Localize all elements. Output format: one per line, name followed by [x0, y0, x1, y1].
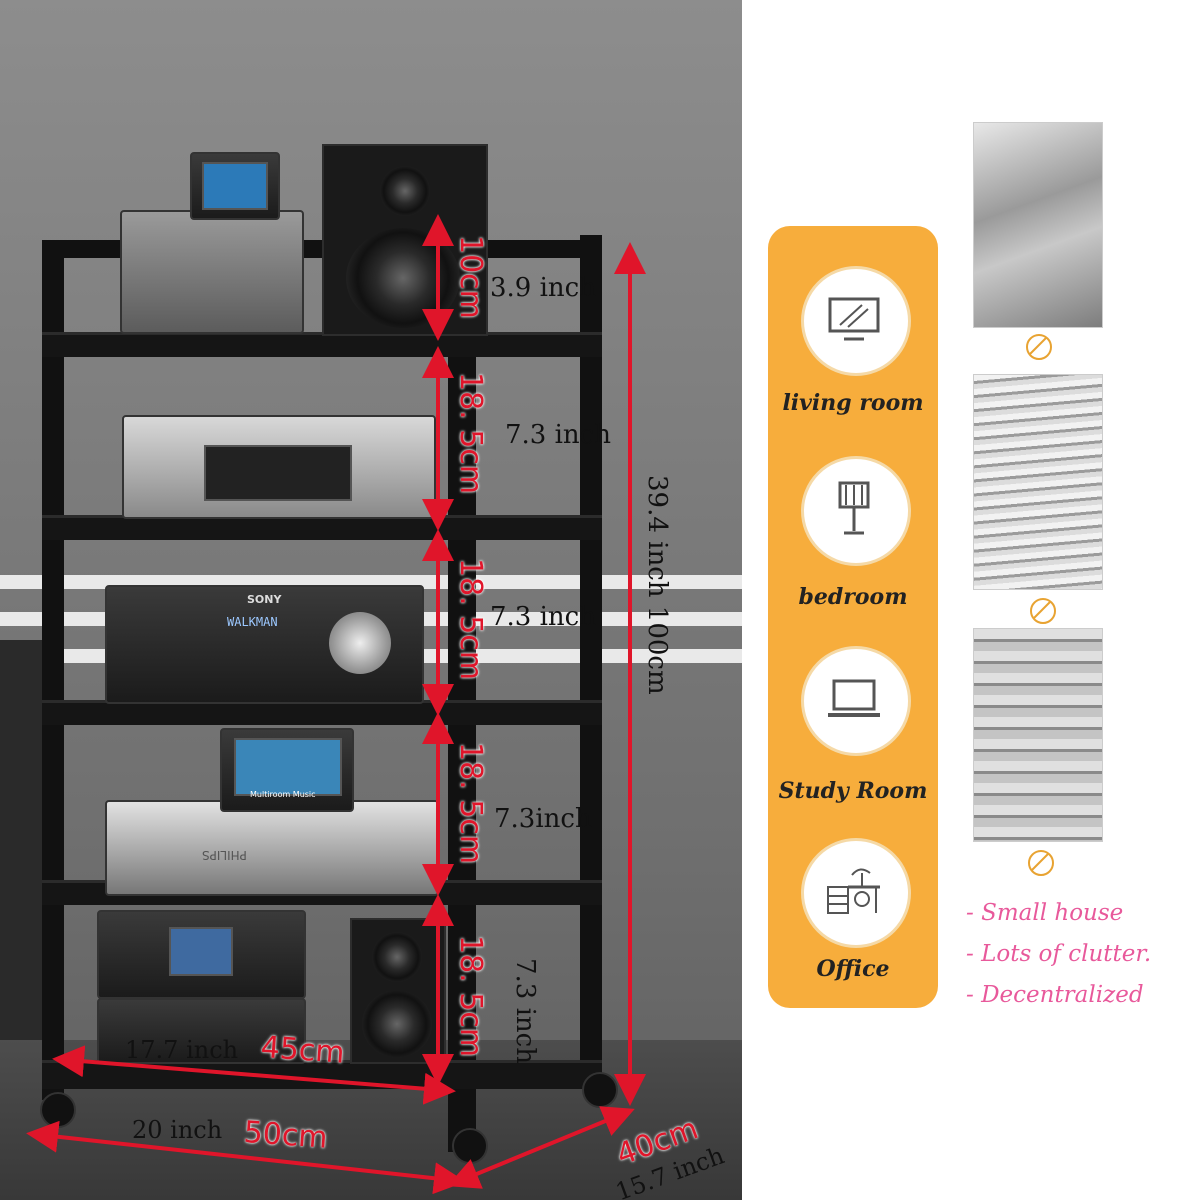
office-clutter-photo [973, 628, 1103, 842]
shelf3-cm-label: 18. 5cm [453, 742, 488, 865]
floor-lamp-icon [838, 481, 870, 535]
dimension-arrows [26, 214, 646, 1195]
cluttered-room-photo [973, 122, 1103, 328]
depth-arrow [447, 1106, 635, 1189]
shelf2-cm-label: 18. 5cm [453, 558, 488, 681]
prohibited-icon [1028, 850, 1054, 876]
room-label: bedroom [798, 584, 908, 610]
top-gap-cm-label: 10cm [453, 235, 488, 319]
sony-stereo-device: SONY WALKMAN [105, 585, 424, 704]
cd-deck-device [122, 415, 436, 519]
room-usage-panel: living room bedroom Study Room [768, 226, 938, 1008]
shelf3-inch-label: 7.3inch [494, 804, 592, 834]
multiroom-label: Multiroom Music [250, 790, 316, 799]
issues-list: - Small house - Lots of clutter. - Decen… [966, 900, 1151, 1023]
outer-width-cm-label: 50cm [242, 1115, 329, 1156]
outer-width-inch-label: 20 inch [132, 1116, 223, 1144]
top-gap-inch-label: 3.9 inch [490, 273, 596, 303]
prohibited-icon [1030, 598, 1056, 624]
inner-width-inch-label: 17.7 inch [125, 1036, 239, 1064]
issue-item: - Lots of clutter. [966, 941, 1152, 967]
shelf-board [42, 332, 602, 357]
laptop-icon [828, 679, 880, 717]
office-desk-icon [827, 868, 880, 914]
outer-width-arrow [26, 1120, 466, 1195]
issue-item: - Small house [966, 900, 1124, 926]
touchscreen-device [190, 152, 280, 220]
shelf4-cm-label: 18. 5cm [453, 935, 488, 1058]
room-label: Study Room [778, 778, 928, 804]
room-label: living room [782, 390, 924, 416]
issue-item: - Decentralized [966, 982, 1144, 1008]
walkman-label: WALKMAN [227, 615, 278, 629]
prohibited-icon [1026, 334, 1052, 360]
shelf2-inch-label: 7.3 inch [490, 602, 596, 632]
shelf4-inch-label: 7.3 inch [510, 958, 540, 1064]
shelf1-cm-label: 18. 5cm [453, 372, 488, 495]
sony-brand-label: SONY [247, 593, 282, 606]
shelf-post-back-right [580, 235, 602, 1085]
monitor-icon [828, 297, 880, 341]
background-cabinet [0, 640, 45, 1060]
inner-width-arrow [52, 1045, 456, 1105]
room-label: Office [816, 956, 890, 982]
inner-width-cm-label: 45cm [259, 1030, 346, 1071]
caster-wheel [582, 1072, 618, 1108]
shelf1-inch-label: 7.3 inch [505, 420, 611, 450]
paper-stacks-photo [973, 374, 1103, 590]
multiroom-device: Multiroom Music [220, 728, 354, 812]
height-label: 39.4 inch 100cm [642, 475, 672, 695]
product-photo: SONY WALKMAN PHILIPS Multiroom Music [0, 0, 742, 1200]
philips-device: PHILIPS [105, 800, 439, 896]
